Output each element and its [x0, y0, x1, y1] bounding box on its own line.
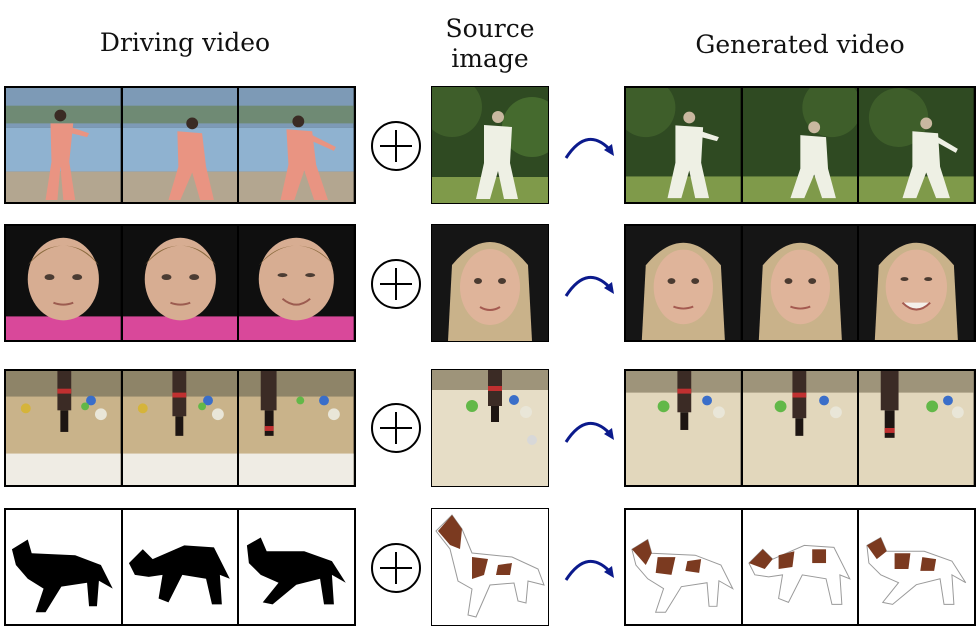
generated-frame	[626, 88, 741, 202]
source-image-taichi	[431, 86, 549, 204]
curved-arrow-icon	[564, 137, 614, 159]
source-image-robot	[431, 369, 549, 487]
circled-plus-icon	[371, 543, 421, 593]
generated-frame	[857, 226, 975, 340]
driving-frame	[120, 226, 238, 340]
driving-frame	[237, 226, 355, 340]
generated-frame	[857, 371, 975, 485]
generated-frame	[626, 510, 741, 624]
generated-video-header: Generated video	[695, 30, 905, 59]
generated-strip-robot	[624, 369, 976, 487]
driving-frame	[6, 88, 121, 202]
circled-plus-icon	[371, 259, 421, 309]
driving-frame	[120, 88, 238, 202]
driving-strip-horse	[4, 508, 356, 626]
driving-strip-taichi	[4, 86, 356, 204]
curved-arrow-icon	[564, 559, 614, 581]
circled-plus-icon	[371, 121, 421, 171]
generated-frame	[740, 510, 858, 624]
driving-strip-face	[4, 224, 356, 342]
driving-frame	[237, 88, 355, 202]
source-image-face	[431, 224, 549, 342]
driving-frame	[120, 371, 238, 485]
generated-strip-taichi	[624, 86, 976, 204]
driving-frame	[6, 226, 121, 340]
generated-frame	[740, 371, 858, 485]
driving-frame	[120, 510, 238, 624]
source-header-line2: image	[451, 44, 529, 73]
source-image-horse	[431, 508, 549, 626]
generated-frame	[740, 226, 858, 340]
generated-frame	[626, 371, 741, 485]
source-header-line1: Source	[445, 14, 535, 43]
driving-frame	[6, 371, 121, 485]
source-image-header: Source image	[420, 14, 560, 74]
generated-strip-horse	[624, 508, 976, 626]
curved-arrow-icon	[564, 421, 614, 443]
circled-plus-icon	[371, 403, 421, 453]
driving-frame	[237, 371, 355, 485]
generated-frame	[740, 88, 858, 202]
generated-frame	[626, 226, 741, 340]
driving-frame	[6, 510, 121, 624]
curved-arrow-icon	[564, 275, 614, 297]
driving-video-header: Driving video	[99, 28, 271, 57]
generated-frame	[857, 88, 975, 202]
driving-frame	[237, 510, 355, 624]
generated-strip-face	[624, 224, 976, 342]
driving-strip-robot	[4, 369, 356, 487]
generated-frame	[857, 510, 975, 624]
